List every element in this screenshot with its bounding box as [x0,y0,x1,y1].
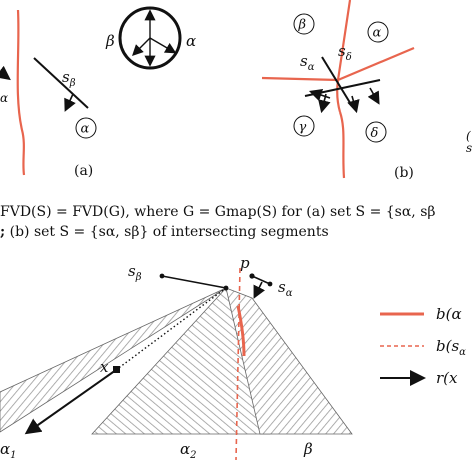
bisector-curve-a [16,9,26,176]
s-beta-endpoint-left [159,273,165,279]
region-delta-circle [365,121,387,143]
legend-dashed-label: b(sα [436,337,466,358]
label-s-alpha: sα [278,278,293,299]
label-alpha1: α1 [0,440,17,461]
ray-s-beta-a [64,93,76,112]
ray-r-x [24,369,117,435]
region-beta-circle [293,13,315,35]
region-delta-label: δ [371,126,379,141]
bisector-curve-b-lower [338,111,346,179]
panel-b: sα sδ β α γ δ (b) ( s [261,0,472,181]
circle-label-alpha: α [186,32,196,50]
s-alpha-endpoint [267,281,273,287]
ray-b-down [347,95,360,114]
s-beta-endpoint-right [223,285,229,291]
legend: b(α b(sα r(x [380,305,466,387]
segment-s-beta [161,275,227,289]
point-p [249,273,255,279]
caption-line-2: ; (b) set S = {sα, sβ} of intersecting s… [0,224,329,240]
label-beta: β [303,440,313,458]
label-s-beta-a: sβ [62,68,76,89]
right-fragment-1: ( [466,129,471,143]
ray-b-right [367,87,380,105]
region-gamma-circle [293,115,315,137]
label-alpha2: α2 [180,440,197,461]
label-p: p [240,254,250,272]
region-beta-label: β [298,18,307,33]
panel-a: α sβ α β α (a) [0,6,196,179]
circle-diagram [118,6,182,70]
ray-b-left [308,88,331,102]
caption-line-1: FVD(S) = FVD(G), where G = Gmap(S) for (… [0,204,435,220]
circle-ray-right [149,37,177,54]
bottom-figure: sβ p sα x α1 α2 β [0,254,353,461]
ray-b-down-left [318,93,331,114]
label-s-beta: sβ [128,262,142,283]
left-ray-fragment [0,65,11,81]
circle-label-beta: β [105,32,115,50]
segment-s-alpha-b [321,56,353,107]
region-alpha-b-label: α [373,26,382,41]
region-alpha-label: α [81,122,90,137]
legend-ray-label: r(x [436,369,458,387]
region-alpha-b-circle [367,21,389,43]
bisector-line-b-left [261,76,339,82]
circle-ray-left [132,37,151,56]
region-alpha-circle [75,117,97,139]
right-fragment-2: s [466,141,472,155]
label-s-delta-b: sδ [338,42,352,63]
panel-b-label: (b) [394,165,414,181]
caption: FVD(S) = FVD(G), where G = Gmap(S) for (… [0,204,435,240]
dotted-line [115,287,227,371]
legend-solid-label: b(α [436,305,462,323]
point-x [113,366,120,373]
hatched-wedge-beta [225,287,353,435]
bisector-line-b-right [337,46,415,82]
hatched-wedge-alpha1 [0,287,227,433]
ray-from-p [253,281,266,299]
segment-s-alpha [251,275,271,285]
solid-bisector [236,305,246,357]
left-fragment-label: α [0,91,8,105]
label-s-alpha-b: sα [300,52,315,73]
label-x: x [100,358,109,376]
segment-s-beta-a [33,57,89,109]
panel-a-label: (a) [74,163,93,179]
region-gamma-label: γ [299,120,307,135]
